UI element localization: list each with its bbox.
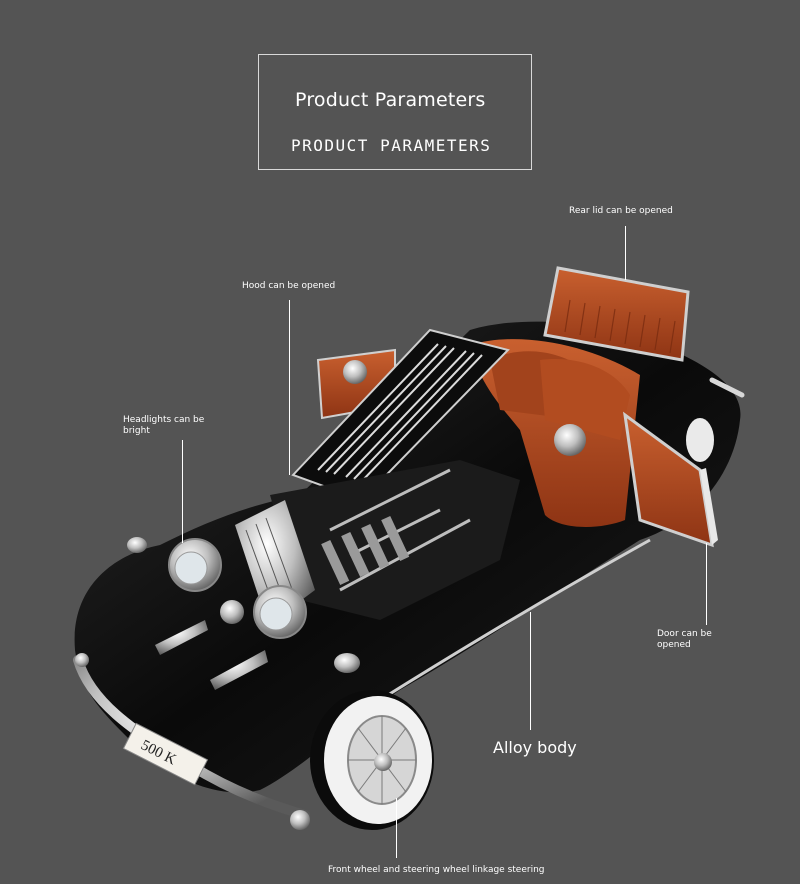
- page-subtitle: PRODUCT PARAMETERS: [291, 136, 492, 155]
- leader-rear-lid: [625, 226, 626, 280]
- title-box: Product Parameters PRODUCT PARAMETERS: [258, 54, 532, 170]
- page-title: Product Parameters: [295, 89, 486, 111]
- leader-headlights: [182, 440, 183, 543]
- callout-front-wheel: Front wheel and steering wheel linkage s…: [328, 865, 545, 875]
- callout-headlights: Headlights can be bright: [123, 415, 205, 436]
- leader-alloy-body: [530, 612, 531, 730]
- callout-hood: Hood can be opened: [242, 281, 336, 291]
- callout-alloy-body: Alloy body: [493, 738, 577, 757]
- callout-rear-lid: Rear lid can be opened: [569, 206, 673, 216]
- callout-door: Door can be opened: [657, 629, 712, 650]
- leader-front-wheel: [396, 798, 397, 858]
- leader-hood: [289, 300, 290, 475]
- leader-door: [706, 543, 707, 625]
